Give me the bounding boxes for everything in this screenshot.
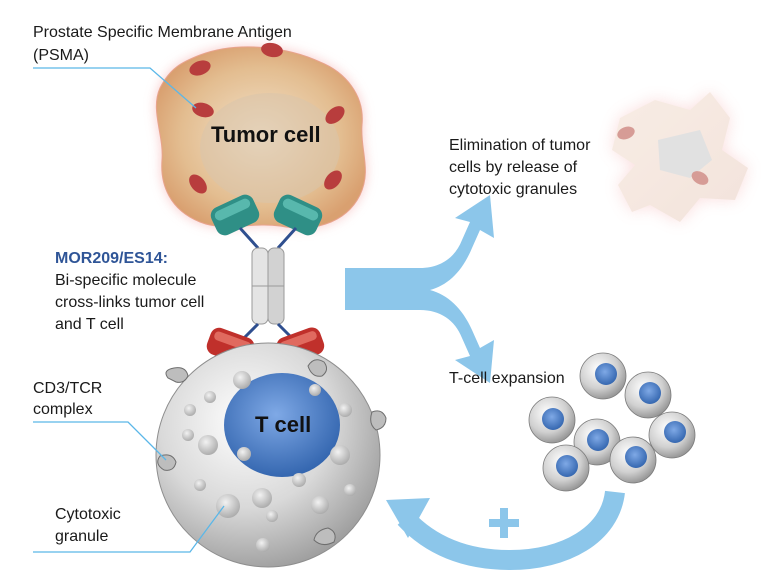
granule-callout-line: [33, 505, 225, 553]
psma-callout-line: [33, 67, 197, 109]
expansion-label: T-cell expansion: [449, 370, 565, 387]
elimination-label-line1: Elimination of tumor: [449, 137, 591, 154]
callout-lines: [33, 67, 225, 553]
small-t-cell: [573, 418, 621, 466]
small-t-cell: [579, 352, 627, 400]
t-cell-nucleus: [224, 373, 340, 477]
granule-label-line1: Cytotoxic: [55, 506, 121, 523]
tcr-complex-icon: [307, 359, 328, 377]
psma-icon: [324, 170, 342, 190]
cytotoxic-granules: [182, 371, 356, 552]
tumor-cell: [155, 46, 366, 229]
expanded-t-cells: [528, 352, 696, 492]
bispecific-molecule: [238, 226, 298, 342]
plus-icon: [489, 508, 519, 538]
eliminated-tumor-cell: [612, 92, 748, 222]
small-t-cell: [609, 436, 657, 484]
psma-icon: [325, 106, 345, 124]
small-t-cell: [528, 396, 576, 444]
cd3-callout-line: [33, 421, 167, 461]
psma-icon: [189, 174, 207, 194]
cd3-label-line2: complex: [33, 401, 93, 418]
molecule-desc-line1: Bi-specific molecule: [55, 272, 196, 289]
tcr-complex-icon: [165, 367, 189, 383]
t-cell: [155, 342, 387, 568]
elimination-label-line3: cytotoxic granules: [449, 181, 577, 198]
cd3-tcr-complexes: [157, 359, 387, 546]
tcr-complex-icon: [313, 527, 336, 546]
small-t-cell: [648, 411, 696, 459]
molecule-desc-line2: cross-links tumor cell: [55, 294, 204, 311]
cd3-label-line1: CD3/TCR: [33, 380, 102, 397]
small-t-cell: [542, 444, 590, 492]
small-t-cell: [624, 371, 672, 419]
t-cell-label: T cell: [255, 412, 311, 437]
tcr-complex-icon: [370, 410, 387, 431]
molecule-name-label: MOR209/ES14:: [55, 250, 168, 267]
psma-molecules: [189, 42, 345, 194]
fork-arrow: [345, 195, 494, 383]
psma-binding-domains: [210, 194, 323, 236]
granule-label-line2: granule: [55, 528, 108, 545]
tumor-cell-label: Tumor cell: [211, 122, 321, 147]
psma-icon: [261, 42, 283, 58]
psma-icon: [192, 102, 214, 118]
psma-label-line2: (PSMA): [33, 47, 89, 64]
molecule-desc-line3: and T cell: [55, 316, 124, 333]
return-arrow: [386, 490, 625, 571]
psma-icon: [189, 60, 211, 76]
elimination-label-line2: cells by release of: [449, 159, 578, 176]
psma-label-line1: Prostate Specific Membrane Antigen: [33, 24, 292, 41]
tcr-complex-icon: [157, 454, 177, 471]
